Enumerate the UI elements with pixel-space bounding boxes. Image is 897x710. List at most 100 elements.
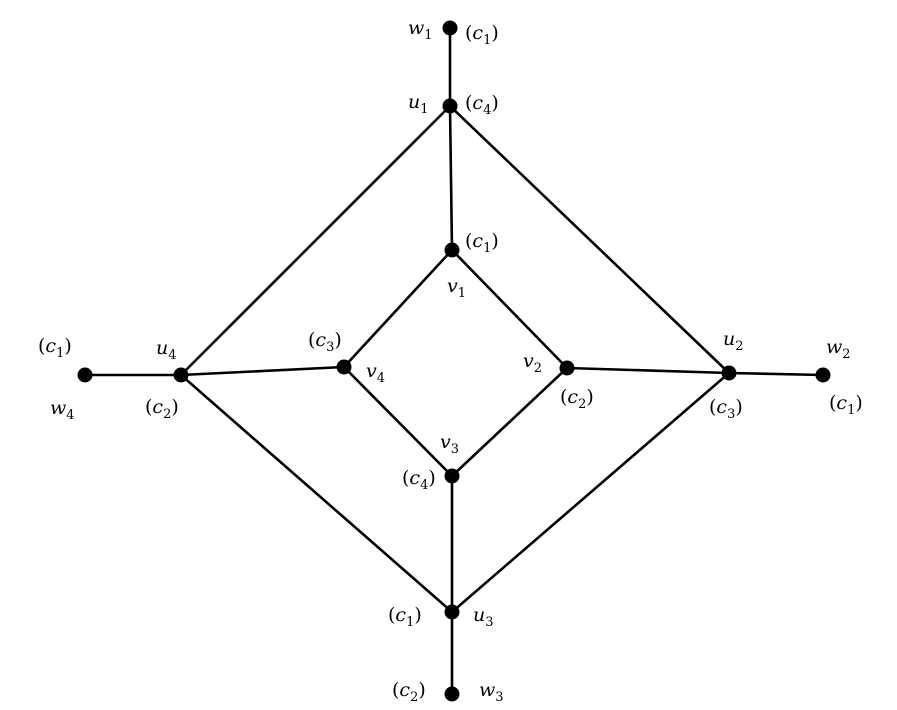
color-label-w2: (c1) xyxy=(829,392,863,418)
vertex-index: 1 xyxy=(458,286,466,301)
vertex-index: 1 xyxy=(420,102,428,117)
edge-u1-u2 xyxy=(448,104,731,375)
vertex-index: 3 xyxy=(485,615,493,630)
color-index: 2 xyxy=(163,407,171,422)
color-index: 1 xyxy=(56,346,64,361)
vertex-index: 3 xyxy=(495,690,503,705)
color-label-u3: (c1) xyxy=(388,604,422,630)
vertex-u1 xyxy=(442,98,458,114)
color-label-w3: (c2) xyxy=(392,679,426,705)
vertex-label-u4: u4 xyxy=(156,337,177,363)
edges-layer xyxy=(83,26,825,696)
color-index: 2 xyxy=(578,397,586,412)
color-letter: c xyxy=(45,335,56,357)
color-label-u1: (c4) xyxy=(465,92,499,118)
vertex-index: 3 xyxy=(451,442,459,457)
vertex-w2 xyxy=(815,367,831,383)
color-index: 2 xyxy=(410,690,418,705)
edge-v4-v3 xyxy=(342,365,454,478)
vertex-index: 4 xyxy=(168,348,176,363)
edge-v1-v2 xyxy=(450,248,569,370)
color-letter: c xyxy=(472,230,483,252)
vertex-index: 2 xyxy=(534,361,542,376)
vertex-label-v2: v2 xyxy=(523,350,542,376)
color-index: 4 xyxy=(420,478,428,493)
vertex-label-v4: v4 xyxy=(366,360,385,386)
edge-u1-v1 xyxy=(448,104,454,252)
vertex-letter: w xyxy=(479,679,495,701)
edge-u4-v4 xyxy=(179,365,346,377)
edge-v2-v3 xyxy=(450,366,569,478)
vertex-index: 4 xyxy=(377,371,385,386)
color-letter: c xyxy=(395,604,406,626)
vertex-label-u2: u2 xyxy=(723,328,744,354)
edge-u2-w2 xyxy=(727,371,825,377)
nodes-layer xyxy=(77,20,831,702)
vertex-letter: w xyxy=(408,17,424,39)
vertex-v2 xyxy=(559,360,575,376)
vertex-label-w4: w4 xyxy=(50,397,75,423)
vertex-w1 xyxy=(442,20,458,36)
color-letter: c xyxy=(567,386,578,408)
edge-u4-u3 xyxy=(179,373,454,614)
color-index: 1 xyxy=(406,615,414,630)
color-letter: c xyxy=(152,396,163,418)
vertex-label-w2: w2 xyxy=(826,336,851,362)
vertex-letter: v xyxy=(523,350,534,372)
vertex-index: 1 xyxy=(424,28,432,43)
color-label-w1: (c1) xyxy=(465,22,499,48)
color-label-u2: (c3) xyxy=(709,396,743,422)
color-index: 4 xyxy=(483,103,491,118)
vertex-index: 2 xyxy=(842,347,850,362)
color-label-w4: (c1) xyxy=(38,335,72,361)
vertex-letter: u xyxy=(723,328,735,350)
vertex-index: 2 xyxy=(735,339,743,354)
vertex-letter: u xyxy=(156,337,168,359)
vertex-letter: v xyxy=(447,275,458,297)
vertex-w3 xyxy=(444,686,460,702)
edge-u1-u4 xyxy=(179,104,452,377)
vertex-v1 xyxy=(444,242,460,258)
color-label-v4: (c3) xyxy=(308,329,342,355)
color-letter: c xyxy=(409,467,420,489)
vertex-u2 xyxy=(721,365,737,381)
vertex-u3 xyxy=(444,604,460,620)
color-index: 1 xyxy=(847,403,855,418)
vertex-label-w3: w3 xyxy=(479,679,504,705)
color-label-v1: (c1) xyxy=(465,230,499,256)
color-index: 1 xyxy=(483,33,491,48)
color-index: 1 xyxy=(483,241,491,256)
vertex-letter: v xyxy=(366,360,377,382)
vertex-letter: u xyxy=(473,604,485,626)
vertex-label-v3: v3 xyxy=(440,431,459,457)
vertex-index: 4 xyxy=(66,408,74,423)
vertex-v4 xyxy=(336,359,352,375)
color-letter: c xyxy=(399,679,410,701)
color-label-v3: (c4) xyxy=(402,467,436,493)
color-letter: c xyxy=(472,22,483,44)
color-letter: c xyxy=(315,329,326,351)
vertex-label-v1: v1 xyxy=(447,275,466,301)
color-index: 3 xyxy=(326,340,334,355)
vertex-w4 xyxy=(77,367,93,383)
vertex-label-u3: u3 xyxy=(473,604,494,630)
color-letter: c xyxy=(836,392,847,414)
color-index: 3 xyxy=(727,407,735,422)
vertex-letter: u xyxy=(408,91,420,113)
color-label-v2: (c2) xyxy=(560,386,594,412)
vertex-letter: v xyxy=(440,431,451,453)
vertex-u4 xyxy=(173,367,189,383)
vertex-label-w1: w1 xyxy=(408,17,433,43)
labels-layer: w1(c1)u1(c4)v1(c1)u4(c2)w4(c1)v4(c3)v2(c… xyxy=(38,17,863,705)
edge-v1-v4 xyxy=(342,248,454,369)
edge-u2-u3 xyxy=(450,371,731,614)
color-letter: c xyxy=(472,92,483,114)
vertex-v3 xyxy=(444,468,460,484)
color-label-u4: (c2) xyxy=(145,396,179,422)
edge-v2-u2 xyxy=(565,366,731,375)
color-letter: c xyxy=(716,396,727,418)
vertex-label-u1: u1 xyxy=(408,91,429,117)
vertex-letter: w xyxy=(826,336,842,358)
vertex-letter: w xyxy=(50,397,66,419)
